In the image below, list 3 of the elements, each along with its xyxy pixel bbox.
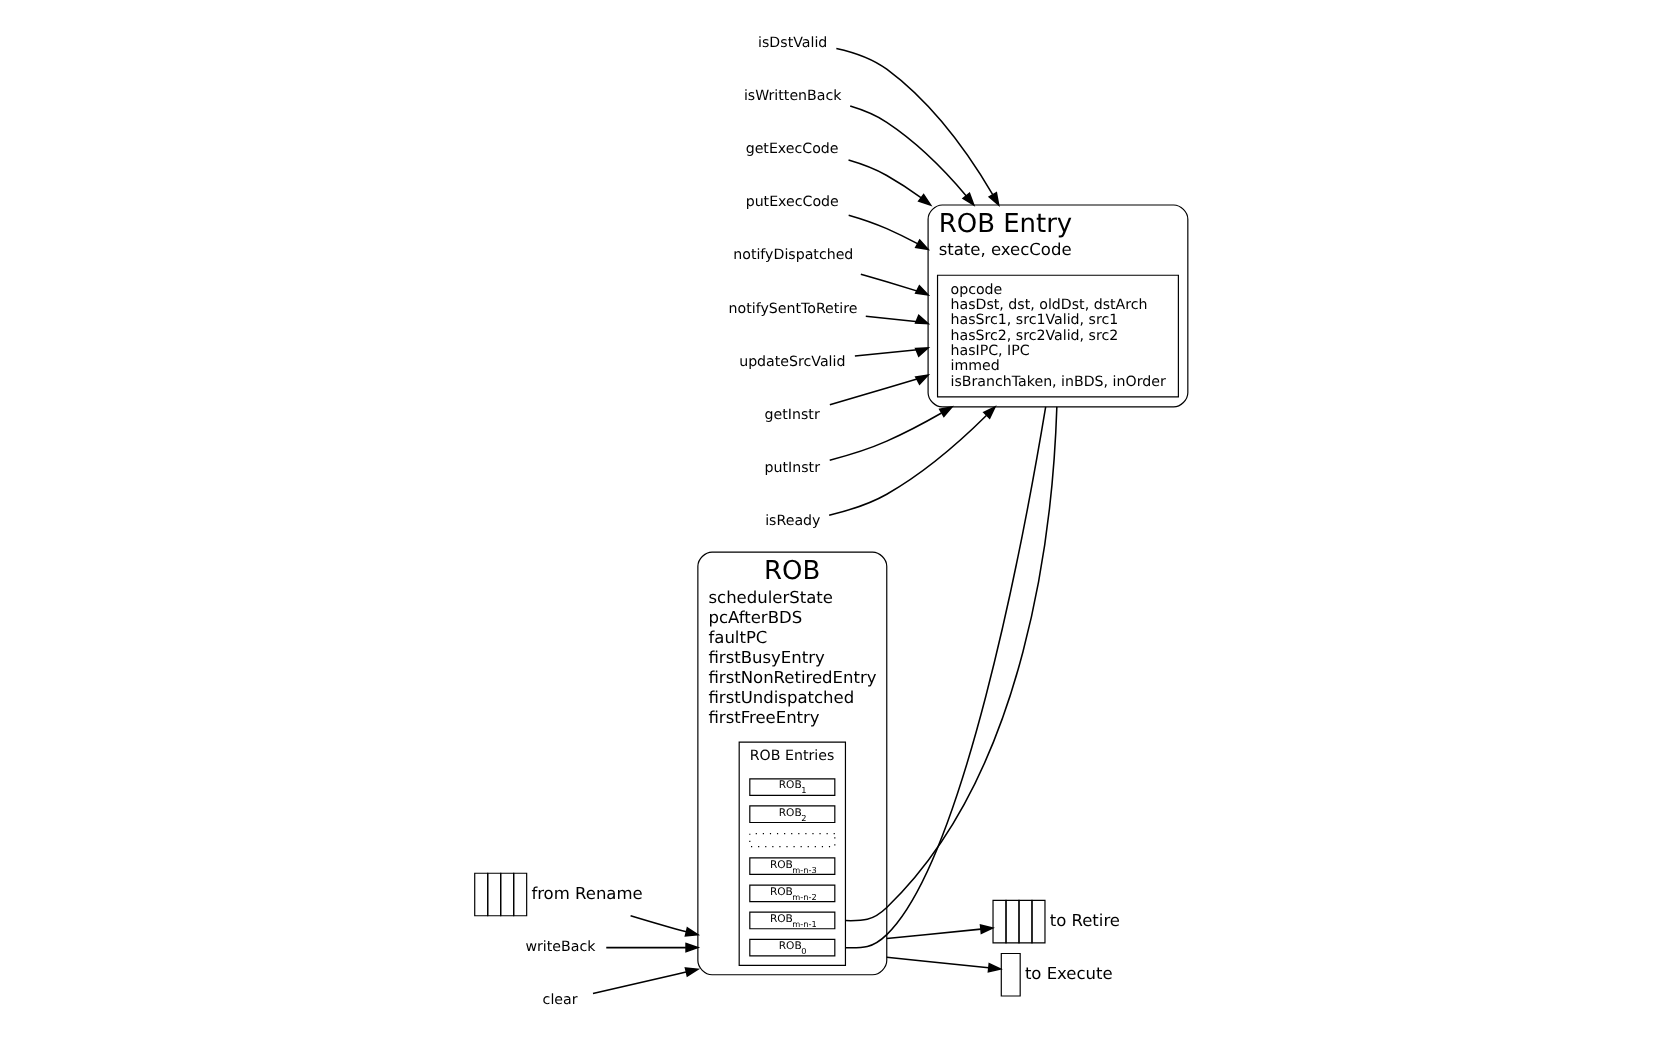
node-label: to Retire xyxy=(1048,910,1120,931)
node-label: from Rename xyxy=(530,882,642,903)
node-label: to Execute xyxy=(1023,963,1112,984)
